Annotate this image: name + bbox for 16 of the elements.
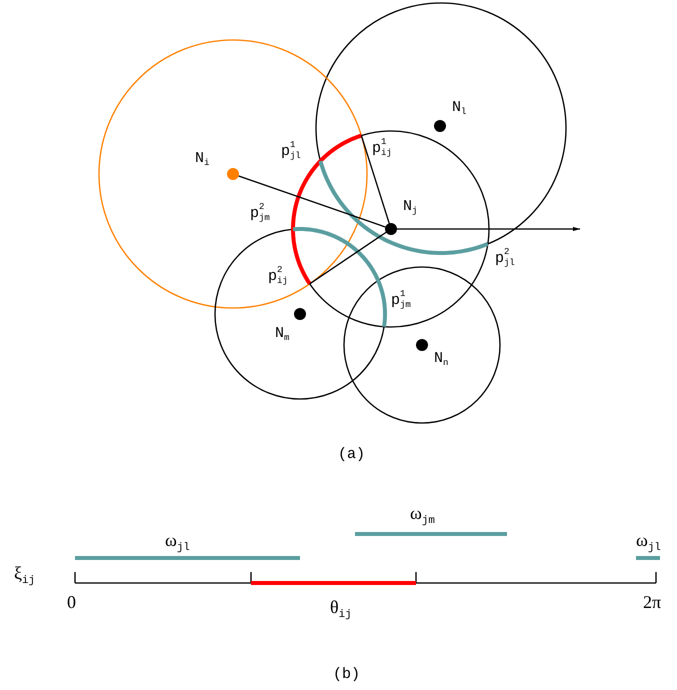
node-dot	[385, 223, 397, 235]
arrow	[397, 226, 580, 232]
tick-label: 0	[67, 593, 76, 611]
node-dot	[416, 339, 428, 351]
node-label: N$_{l}$	[452, 100, 466, 115]
node-dot	[434, 120, 446, 132]
panel-label: (b)	[333, 667, 360, 682]
tick-label: 2π	[643, 593, 662, 611]
node-dot	[294, 308, 306, 320]
node-label: N$_{m}$	[275, 326, 290, 341]
node-label: N$_{i}$	[195, 151, 210, 166]
panel-label: (a)	[338, 447, 366, 462]
node-label: N$_{j}$	[403, 199, 418, 214]
connector-line	[238, 175, 386, 228]
node-label: N$_{n}$	[434, 351, 448, 366]
node-dot	[227, 168, 239, 180]
